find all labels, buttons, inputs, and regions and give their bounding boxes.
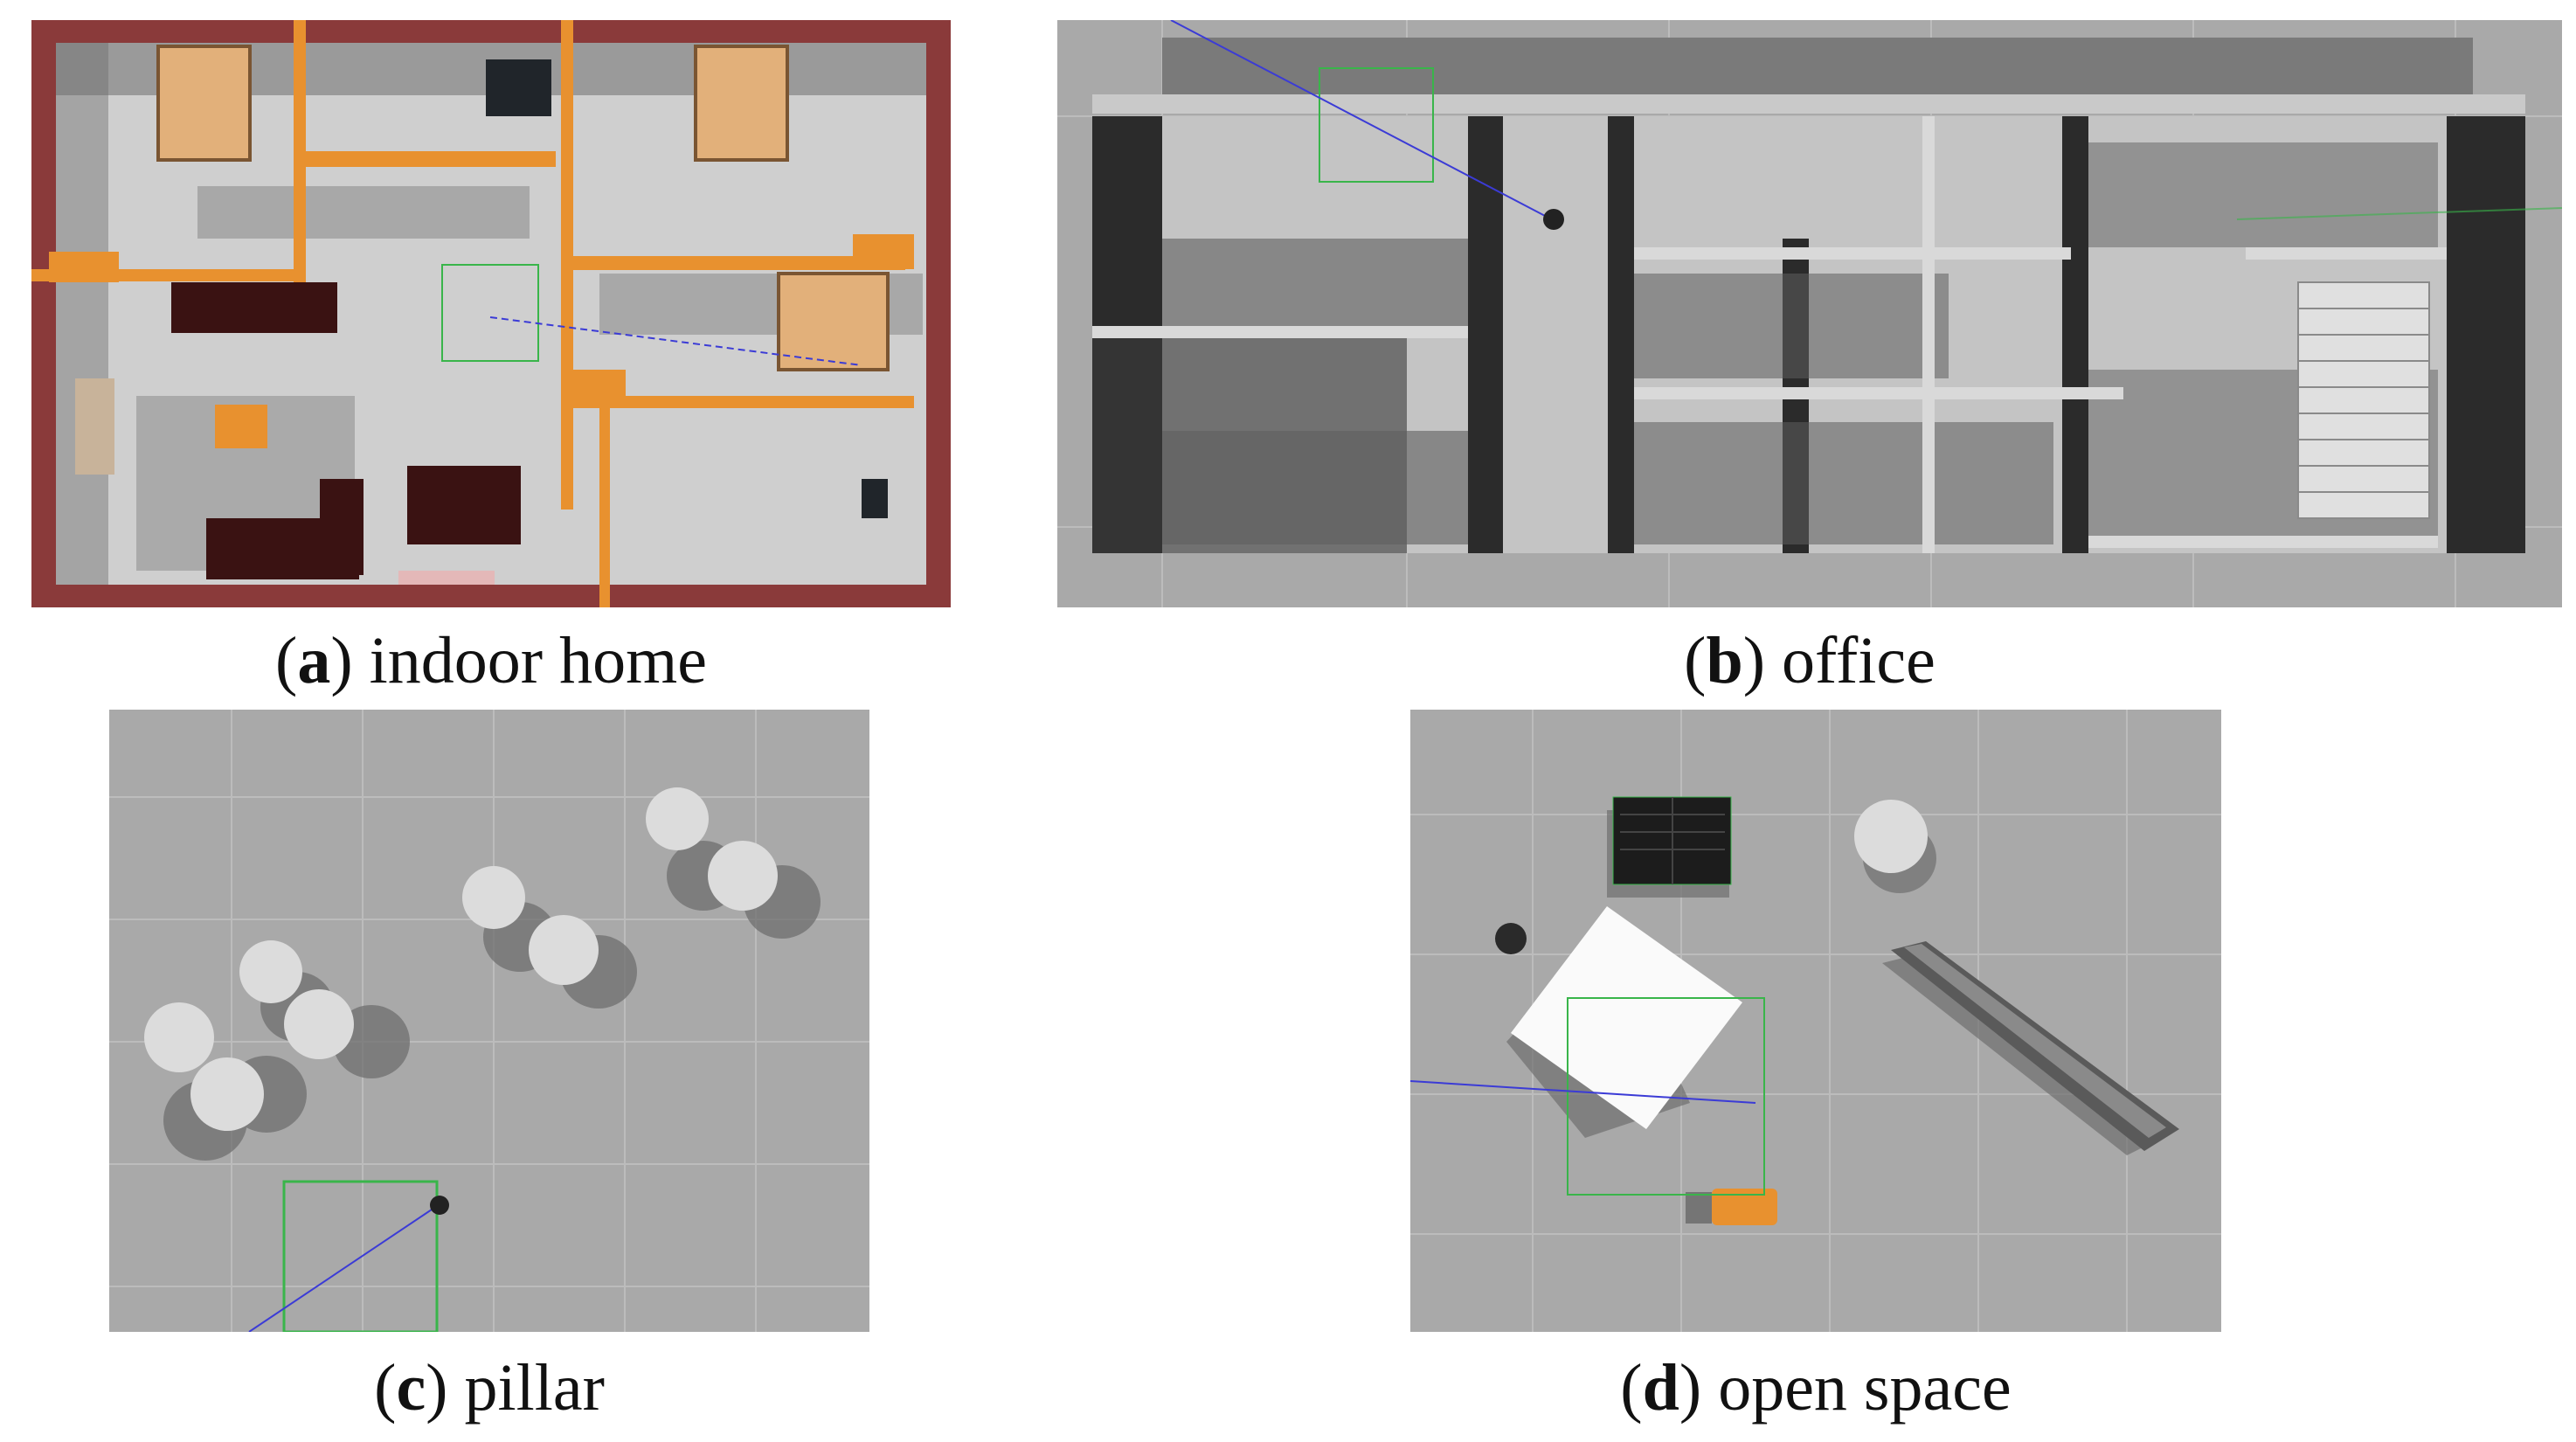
panel-label: open space xyxy=(1718,1351,2012,1425)
panel-letter: b xyxy=(1706,624,1743,697)
wall-segment xyxy=(302,151,556,167)
panel-pillar-image xyxy=(109,710,869,1332)
desk xyxy=(49,252,119,282)
cabinet xyxy=(486,59,551,116)
panel-label: pillar xyxy=(464,1351,605,1425)
wall-segment xyxy=(1634,387,2123,399)
appliance xyxy=(862,479,888,518)
wall-segment xyxy=(2246,247,2447,260)
pillar-cylinders xyxy=(144,787,778,1131)
door-mat xyxy=(398,571,495,585)
staircase xyxy=(2297,281,2430,519)
caption-pillar: (c) pillar xyxy=(374,1351,605,1425)
sofa xyxy=(171,282,337,333)
wall-face xyxy=(1608,116,1634,553)
desk xyxy=(573,370,626,405)
white-box xyxy=(1511,906,1742,1129)
cylinder-obstacle xyxy=(1854,800,1928,873)
wall-face xyxy=(2062,116,2088,553)
bed xyxy=(777,272,890,371)
panel-letter: d xyxy=(1642,1351,1679,1425)
wall-segment xyxy=(294,20,306,309)
desk xyxy=(853,234,914,269)
robot-frame xyxy=(1319,67,1434,183)
panel-office-image xyxy=(1057,20,2562,607)
wall-segment xyxy=(2088,536,2438,548)
wall-segment xyxy=(564,396,914,408)
robot-frame xyxy=(1567,997,1765,1196)
wall-face xyxy=(1468,116,1503,553)
panel-label: indoor home xyxy=(369,624,707,697)
panel-letter: c xyxy=(396,1351,426,1425)
caption-office: (b) office xyxy=(1684,624,1935,697)
laser-ray xyxy=(489,316,862,366)
bed xyxy=(156,45,252,162)
sofa xyxy=(320,479,364,575)
laser-ray xyxy=(248,1205,438,1332)
robot-frame xyxy=(441,264,539,362)
wall-segment xyxy=(561,20,573,510)
wall-segment xyxy=(1634,247,2071,260)
bed xyxy=(694,45,789,162)
small-cylinder xyxy=(1495,923,1527,954)
table xyxy=(407,466,521,544)
wall-face xyxy=(2447,116,2525,553)
panel-open-space-image xyxy=(1410,710,2221,1332)
caption-open-space: (d) open space xyxy=(1620,1351,2012,1425)
wall-segment xyxy=(1922,116,1935,553)
wall-segment xyxy=(599,401,610,607)
wall-block xyxy=(1092,94,2525,114)
couch xyxy=(75,378,114,475)
robot xyxy=(430,1196,449,1215)
panel-letter: a xyxy=(297,624,331,697)
robot xyxy=(1543,209,1564,230)
stool xyxy=(215,405,267,448)
panel-label: office xyxy=(1782,624,1935,697)
laser-ray xyxy=(1410,1080,1756,1104)
panel-indoor-home-image xyxy=(31,20,951,607)
laser-ray xyxy=(1170,20,1548,218)
caption-indoor-home: (a) indoor home xyxy=(275,624,707,697)
wall-segment xyxy=(573,256,905,270)
orange-barrel xyxy=(1712,1189,1777,1225)
robot-frame xyxy=(282,1180,439,1332)
wall-segment xyxy=(1092,326,1468,338)
